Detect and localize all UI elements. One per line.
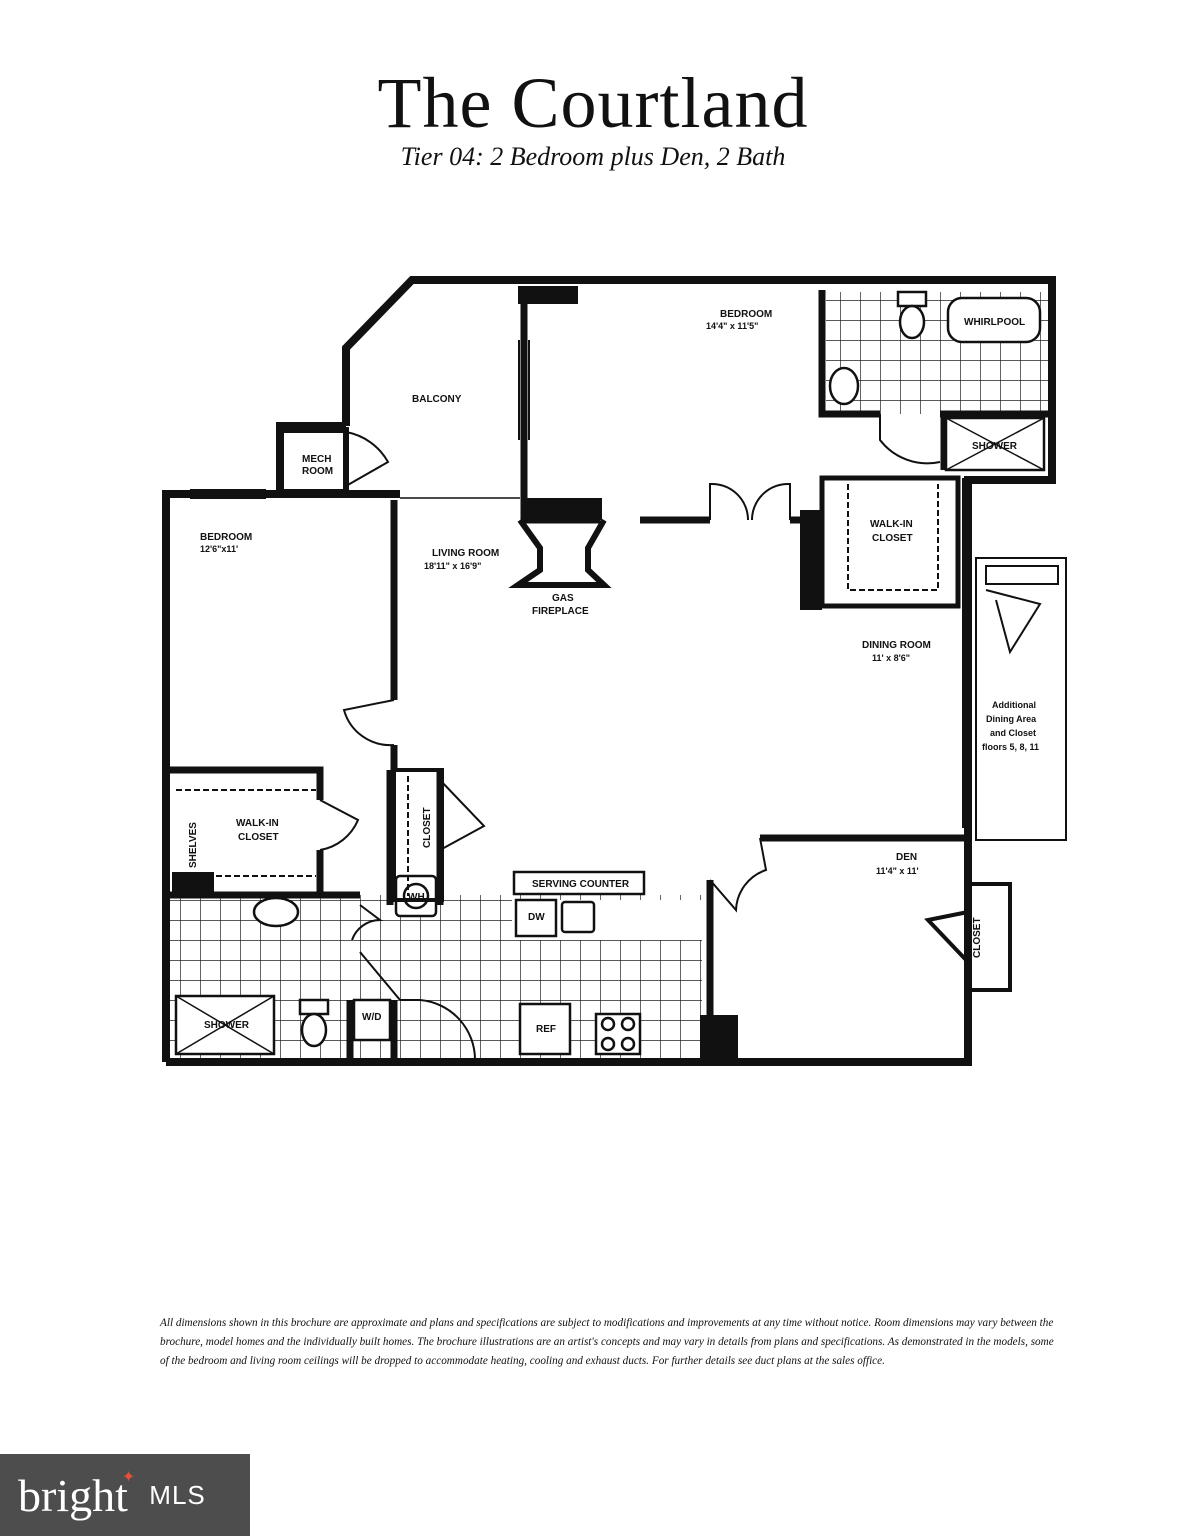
water-heater-label: WH bbox=[408, 892, 425, 903]
whirlpool-label: WHIRLPOOL bbox=[964, 317, 1025, 328]
gas-fireplace bbox=[508, 518, 612, 588]
shelves-label: SHELVES bbox=[188, 822, 199, 868]
closet-hall-label: CLOSET bbox=[422, 807, 433, 848]
den-label: DEN bbox=[896, 852, 917, 863]
walkin-second-label-2: CLOSET bbox=[238, 832, 279, 843]
walkin-main-label-1: WALK-IN bbox=[870, 519, 913, 530]
disclaimer-text: All dimensions shown in this brochure ar… bbox=[160, 1317, 1054, 1367]
gas-fireplace-label-1: GAS bbox=[552, 593, 574, 604]
living-room-dims: 18'11" x 16'9" bbox=[424, 561, 481, 571]
dishwasher-label: DW bbox=[528, 912, 545, 923]
balcony-label: BALCONY bbox=[412, 394, 462, 405]
plan-subtitle: Tier 04: 2 Bedroom plus Den, 2 Bath bbox=[400, 142, 786, 171]
dining-room-label: DINING ROOM bbox=[862, 640, 931, 651]
walkin-second-label-1: WALK-IN bbox=[236, 818, 279, 829]
shower-main-label: SHOWER bbox=[972, 441, 1018, 452]
bright-mls-logo: bright ✦ MLS bbox=[0, 1454, 250, 1536]
additional-label-2: Dining Area bbox=[986, 714, 1037, 724]
shower-second-label: SHOWER bbox=[204, 1020, 250, 1031]
mech-room bbox=[277, 427, 349, 495]
brand-sub-text: MLS bbox=[149, 1479, 206, 1510]
additional-dining-annex bbox=[975, 557, 1067, 841]
walkin-main-label-2: CLOSET bbox=[872, 533, 913, 544]
windows bbox=[190, 340, 530, 499]
walkin-closet-frame bbox=[819, 475, 961, 609]
door-swings bbox=[319, 414, 941, 1061]
serving-counter-label: SERVING COUNTER bbox=[532, 879, 630, 890]
mech-room-label-1: MECH bbox=[302, 454, 331, 465]
bedroom-second-dims: 12'6"x11' bbox=[200, 544, 238, 554]
washer-dryer-label: W/D bbox=[362, 1012, 381, 1023]
bedroom-main-dims: 14'4" x 11'5" bbox=[706, 321, 758, 331]
closet-den-label: CLOSET bbox=[972, 917, 983, 958]
refrigerator-label: REF bbox=[536, 1024, 556, 1035]
plan-title: The Courtland bbox=[377, 63, 809, 143]
additional-label-3: and Closet bbox=[990, 728, 1036, 738]
mech-room-label-2: ROOM bbox=[302, 466, 333, 477]
brand-star-icon: ✦ bbox=[121, 1469, 136, 1486]
bedroom-main-label: BEDROOM bbox=[720, 309, 772, 320]
additional-label-4: floors 5, 8, 11 bbox=[982, 742, 1039, 752]
den-closet bbox=[924, 882, 1012, 992]
gas-fireplace-label-2: FIREPLACE bbox=[532, 606, 589, 617]
den-dims: 11'4" x 11' bbox=[876, 866, 919, 876]
hall-closet-frame bbox=[392, 768, 444, 902]
mech-room-door bbox=[345, 431, 390, 487]
dining-room-dims: 11' x 8'6" bbox=[872, 653, 910, 663]
wall-blocks bbox=[172, 286, 972, 1062]
brand-main-text: bright bbox=[18, 1469, 128, 1521]
living-room-label: LIVING ROOM bbox=[432, 548, 499, 559]
additional-label-1: Additional bbox=[992, 700, 1036, 710]
shower-marks bbox=[175, 417, 1045, 1055]
bedroom-second-label: BEDROOM bbox=[200, 532, 252, 543]
closet-rods bbox=[176, 484, 939, 896]
